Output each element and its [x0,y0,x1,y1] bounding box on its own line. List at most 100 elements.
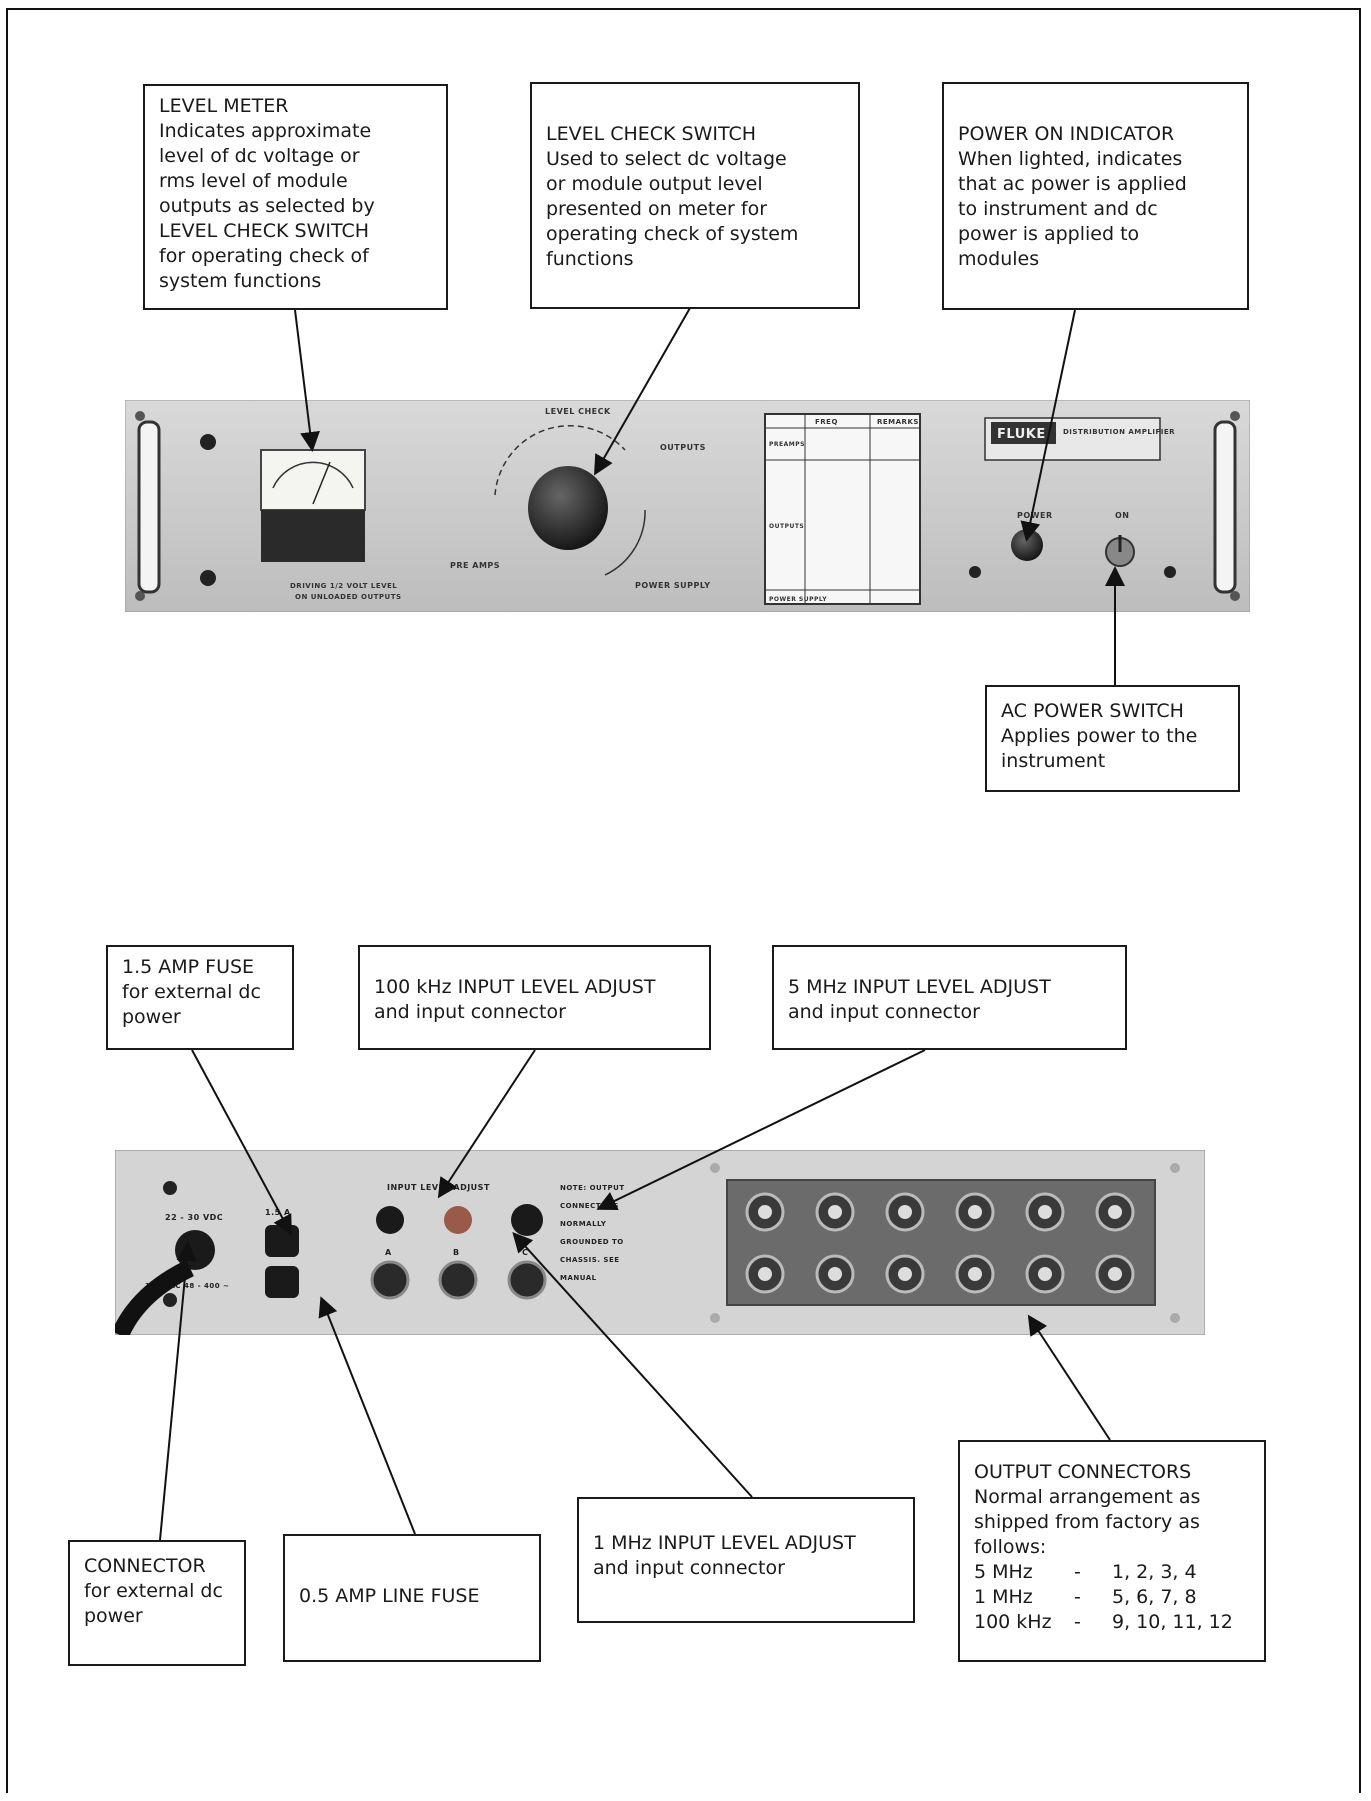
callout-title: CONNECTOR [84,1555,206,1577]
fuse-label: 1.5 A [265,1208,291,1217]
right-handle [1213,411,1240,601]
callout-line: Normal arrangement as [974,1486,1201,1508]
output-dash: - [1074,1611,1081,1633]
leader-power-on-indicator [1020,309,1076,542]
callout-line-fuse: 0.5 AMP LINE FUSE [283,1534,541,1662]
input-adjust-1mhz[interactable] [444,1206,472,1234]
callout-title: LEVEL CHECK SWITCH [546,123,757,145]
outputs-label: OUTPUTS [660,443,706,452]
output-connector-pin [828,1205,842,1219]
callout-line: operating check of system [546,223,799,245]
callout-ac-power-switch: AC POWER SWITCH Applies power to the ins… [985,685,1240,792]
callout-line: level of dc voltage or [159,145,360,167]
leader-level-check-switch [594,307,691,476]
leader-input-100khz [437,1049,536,1199]
output-connectors [745,1192,1135,1294]
input-a-label: A [385,1248,392,1257]
output-connector-pin [898,1267,912,1281]
output-connector-pin [968,1267,982,1281]
output-connector-pin [1108,1267,1122,1281]
output-freq: 100 kHz [974,1611,1052,1633]
callout-line: power [122,1006,181,1028]
output-connector-pin [828,1267,842,1281]
callout-line: and input connector [788,1001,980,1023]
product-name: DISTRIBUTION AMPLIFIER [1063,428,1175,436]
vac-label: 115 VAC 48 - 400 ~ [145,1282,229,1290]
output-dash: - [1074,1586,1081,1608]
output-connector-pin [1038,1205,1052,1219]
callout-line: presented on meter for [546,198,768,220]
callout-line: When lighted, indicates [958,148,1183,170]
callout-line: and input connector [593,1557,785,1579]
screw [200,434,216,450]
brand-logo: FLUKE [997,427,1046,442]
pre-amps-label: PRE AMPS [450,561,500,570]
output-list: 9, 10, 11, 12 [1112,1611,1233,1633]
callout-level-check-switch: LEVEL CHECK SWITCH Used to select dc vol… [530,82,860,309]
callout-line: and input connector [374,1001,566,1023]
level-check-dial [494,425,646,576]
meter-note: DRIVING 1/2 VOLT LEVEL [290,582,397,590]
output-connector-pin [898,1205,912,1219]
callout-line: outputs as selected by [159,195,375,217]
callout-title: POWER ON INDICATOR [958,123,1175,145]
output-row: 1 MHz - 5, 6, 7, 8 [974,1585,1250,1610]
leader-connector [159,1241,197,1541]
output-connector-panel [726,1179,1156,1306]
meter-note-2: ON UNLOADED OUTPUTS [295,593,402,601]
callout-line: system functions [159,270,322,292]
output-row: 5 MHz - 1, 2, 3, 4 [974,1560,1250,1585]
note-line-6: MANUAL [560,1274,597,1282]
callout-line: Used to select dc voltage [546,148,787,170]
callout-level-meter: LEVEL METER Indicates approximate level … [143,84,448,310]
callout-title: AC POWER SWITCH [1001,700,1184,722]
callout-line: for operating check of [159,245,369,267]
callout-input-100khz: 100 kHz INPUT LEVEL ADJUST and input con… [358,945,711,1050]
vdc-label: 22 - 30 VDC [165,1213,223,1222]
output-list: 5, 6, 7, 8 [1112,1586,1197,1608]
input-adjust-5mhz[interactable] [511,1204,543,1236]
callout-line: rms level of module [159,170,348,192]
callout-line: power is applied to [958,223,1140,245]
callout-line: that ac power is applied [958,173,1187,195]
table-outputs-label: OUTPUTS [769,523,804,530]
output-connector-pin [1108,1205,1122,1219]
output-connector-pin [758,1267,772,1281]
callout-title: OUTPUT CONNECTORS [974,1461,1192,1483]
callout-output-connectors: OUTPUT CONNECTORS Normal arrangement as … [958,1440,1266,1662]
output-list: 1, 2, 3, 4 [1112,1561,1197,1583]
output-connector-pin [968,1205,982,1219]
table-preamps-label: PREAMPS [769,441,805,448]
callout-title: 1 MHz INPUT LEVEL ADJUST [593,1532,856,1554]
line-fuse-05-amp [265,1266,299,1298]
output-row: 100 kHz - 9, 10, 11, 12 [974,1610,1250,1635]
callout-input-1mhz: 1 MHz INPUT LEVEL ADJUST and input conne… [577,1497,915,1623]
output-connector-pin [758,1205,772,1219]
callout-title: 100 kHz INPUT LEVEL ADJUST [374,976,656,998]
screw [969,566,981,578]
callout-line: or module output level [546,173,763,195]
input-connector-b [438,1260,478,1300]
left-handle [135,411,161,601]
level-check-knob[interactable] [528,466,608,550]
leader-line-fuse [318,1296,416,1535]
callout-line: Indicates approximate [159,120,372,142]
callout-line: power [84,1605,143,1627]
callout-connector: CONNECTOR for external dc power [68,1540,246,1666]
on-label: ON [1115,511,1130,520]
leader-input-5mhz [596,1049,926,1210]
callout-power-on-indicator: POWER ON INDICATOR When lighted, indicat… [942,82,1249,310]
note-line-2: CONNECTORS [560,1202,619,1210]
page-frame [6,8,1361,1793]
table-header-freq: FREQ [815,418,838,426]
leader-input-1mhz [512,1232,753,1498]
output-connector-pin [1038,1267,1052,1281]
input-b-label: B [453,1248,460,1257]
screw [200,570,216,586]
input-adjust-100khz[interactable] [376,1206,404,1234]
output-dash: - [1074,1561,1081,1583]
callout-amp-fuse-15: 1.5 AMP FUSE for external dc power [106,945,294,1050]
note-line-5: CHASSIS. SEE [560,1256,620,1264]
table-header-remarks: REMARKS [877,418,919,426]
